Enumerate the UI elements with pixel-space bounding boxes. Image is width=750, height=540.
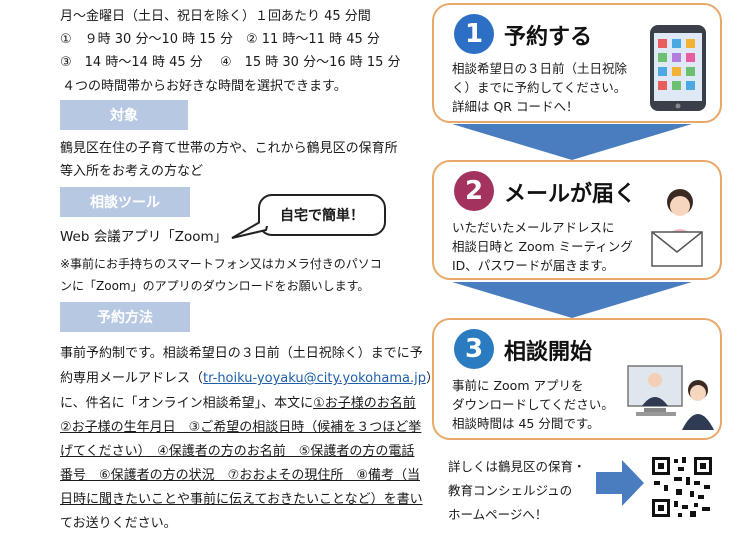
down-arrow-1	[452, 124, 692, 160]
reservation-line8: てお送りください。	[60, 516, 177, 531]
reservation-line6: 番号 ⑥保護者の方の状況 ⑦おおよその現住所 ⑧備考（当	[60, 467, 420, 485]
reservation-line6-b: ⑥保護者の方の状況 ⑦おおよその現住所 ⑧備考（当	[86, 468, 420, 483]
step-2-badge: 2	[454, 171, 494, 211]
step-2-card: 2 メールが届く いただいたメールアドレスに 相談日時と Zoom ミーティング…	[432, 160, 722, 280]
target-heading: 対象	[60, 100, 188, 130]
step-2-line1: いただいたメールアドレスに	[452, 220, 615, 235]
step-2-line2: 相談日時と Zoom ミーティング	[452, 239, 633, 254]
schedule-days: 月～金曜日（土日、祝日を除く）１回あたり 45 分間	[60, 9, 371, 24]
reservation-line7: 日時に聞きたいことや事前に伝えておきたいことなど）を書い	[60, 492, 423, 507]
reservation-line5-a: げてください）	[60, 444, 145, 459]
step-1-line3: 詳細は QR コードへ！	[452, 99, 579, 114]
bubble-text: 自宅で簡単！	[280, 208, 364, 224]
schedule-note: ４つの時間帯からお好きな時間を選択できます。	[62, 79, 347, 94]
reservation-line5: げてください） ④保護者の方のお名前 ⑤保護者の方の電話	[60, 443, 414, 461]
footer-line2: 教育コンシェルジュの	[448, 483, 573, 498]
smartphone-icon	[650, 25, 706, 111]
target-line2: 等入所をお考えの方など	[60, 164, 204, 179]
step-3-badge: 3	[454, 329, 494, 369]
footer-line1: 詳しくは鶴見区の保育・	[448, 459, 586, 474]
tool-note1: ※事前にお手持ちのスマートフォン又はカメラ付きのパソコ	[60, 257, 382, 271]
video-call-icon	[627, 365, 714, 430]
step-3-line1: 事前に Zoom アプリを	[452, 378, 584, 393]
step-1-line1: 相談希望日の３日前（土日祝除	[452, 61, 628, 76]
step-3-line3: 相談時間は 45 分間です。	[452, 416, 600, 431]
easy-at-home-bubble: 自宅で簡単！	[258, 194, 386, 236]
step-1-line2: く）までに予約してください。	[452, 80, 627, 95]
reservation-line6-a: 番号	[60, 468, 87, 483]
reservation-email-link[interactable]: tr-hoiku-yoyaku@city.yokohama.jp	[203, 371, 426, 386]
schedule-slots-row1: ① ９時 30 分～10 時 15 分 ② 11 時～11 時 45 分	[60, 32, 380, 47]
step-2-line3: ID、パスワードが届きます。	[452, 258, 615, 273]
reservation-line3-b: ①お子様のお名前	[313, 396, 416, 411]
tool-app: Web 会議アプリ「Zoom」	[60, 229, 228, 245]
step-1-title: 予約する	[504, 25, 593, 50]
reservation-line3: に、件名に「オンライン相談希望」、本文に①お子様のお名前	[60, 395, 416, 413]
step-3-line2: ダウンロードしてください。	[452, 397, 614, 412]
arrow-right-icon	[596, 460, 644, 506]
reservation-line2-a: 約専用メールアドレス（	[60, 371, 204, 386]
reservation-line1: 事前予約制です。相談希望日の３日前（土日祝除く）までに予	[60, 346, 423, 361]
reservation-line4: ②お子様の生年月日 ③ご希望の相談日時（候補を３つほど挙	[60, 420, 422, 435]
step-3-card: 3 相談開始 事前に Zoom アプリを ダウンロードしてください。 相談時間は…	[432, 318, 722, 440]
reservation-line3-a: に、件名に「オンライン相談希望」、本文に	[60, 396, 314, 411]
step-1-card: 1 予約する 相談希望日の３日前（土日祝除 く）までに予約してください。 詳細は…	[432, 3, 722, 123]
reservation-heading: 予約方法	[60, 302, 190, 332]
footer-line3: ホームページへ！	[448, 507, 548, 522]
schedule-slots-row2: ③ 14 時～14 時 45 分 ④ 15 時 30 分～16 時 15 分	[60, 55, 401, 70]
target-line1: 鶴見区在住の子育て世帯の方や、これから鶴見区の保育所	[60, 141, 398, 156]
step-2-title: メールが届く	[504, 182, 637, 207]
email-icon	[651, 189, 703, 267]
reservation-line2: 約専用メールアドレス（tr-hoiku-yoyaku@city.yokohama…	[60, 370, 439, 388]
tool-note2: ンに「Zoom」のアプリのダウンロードをお願いします。	[60, 279, 370, 293]
step-3-title: 相談開始	[504, 340, 593, 365]
step-1-badge: 1	[454, 14, 494, 54]
bubble-tail	[231, 222, 270, 239]
qr-code-icon[interactable]	[650, 455, 714, 519]
reservation-line5-b: ④保護者の方のお名前 ⑤保護者の方の電話	[144, 444, 415, 459]
tool-heading: 相談ツール	[60, 187, 190, 217]
down-arrow-2	[452, 282, 692, 318]
